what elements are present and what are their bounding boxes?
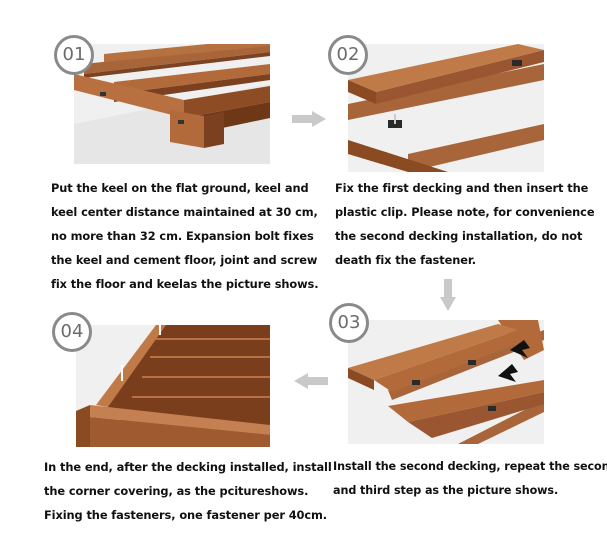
caption-line: keel center distance maintained at 30 cm… <box>51 205 318 219</box>
arrow-left-icon <box>294 373 328 389</box>
step-02-illustration <box>348 44 544 172</box>
step-02-badge: 02 <box>328 35 368 75</box>
caption-line: fix the floor and keelas the picture sho… <box>51 277 319 291</box>
arrow-down-icon <box>440 279 456 311</box>
step-04-illustration <box>76 325 270 447</box>
caption-line: Fixing the fasteners, one fastener per 4… <box>44 508 328 522</box>
caption-line: death fix the fastener. <box>335 253 476 267</box>
caption-line: plastic clip. Please note, for convenien… <box>335 205 595 219</box>
step-03-caption: Install the second decking, repeat the s… <box>333 455 607 503</box>
caption-line: the corner covering, as the pcitureshows… <box>44 484 309 498</box>
step-01-illustration <box>74 44 270 164</box>
caption-line: the second decking installation, do not <box>335 229 583 243</box>
first-decking-drawing <box>348 44 544 172</box>
corner-covering-drawing <box>76 325 270 447</box>
step-04-badge: 04 <box>52 312 92 352</box>
caption-line: no more than 32 cm. Expansion bolt fixes <box>51 229 314 243</box>
caption-line: and third step as the picture shows. <box>333 484 559 497</box>
step-03-badge: 03 <box>329 303 369 343</box>
step-01-badge: 01 <box>54 35 94 75</box>
step-01-caption: Put the keel on the flat ground, keel an… <box>51 176 319 296</box>
step-02-caption: Fix the first decking and then insert th… <box>335 176 595 272</box>
caption-line: Install the second decking, repeat the s… <box>333 460 607 473</box>
step-03-illustration <box>348 320 544 444</box>
keel-frame-drawing <box>74 44 270 164</box>
caption-line: Fix the first decking and then insert th… <box>335 181 589 195</box>
arrow-right-icon <box>292 111 326 127</box>
caption-line: the keel and cement floor, joint and scr… <box>51 253 318 267</box>
caption-line: In the end, after the decking installed,… <box>44 460 332 474</box>
step-04-caption: In the end, after the decking installed,… <box>44 455 332 527</box>
second-decking-drawing <box>348 320 544 444</box>
caption-line: Put the keel on the flat ground, keel an… <box>51 181 309 195</box>
